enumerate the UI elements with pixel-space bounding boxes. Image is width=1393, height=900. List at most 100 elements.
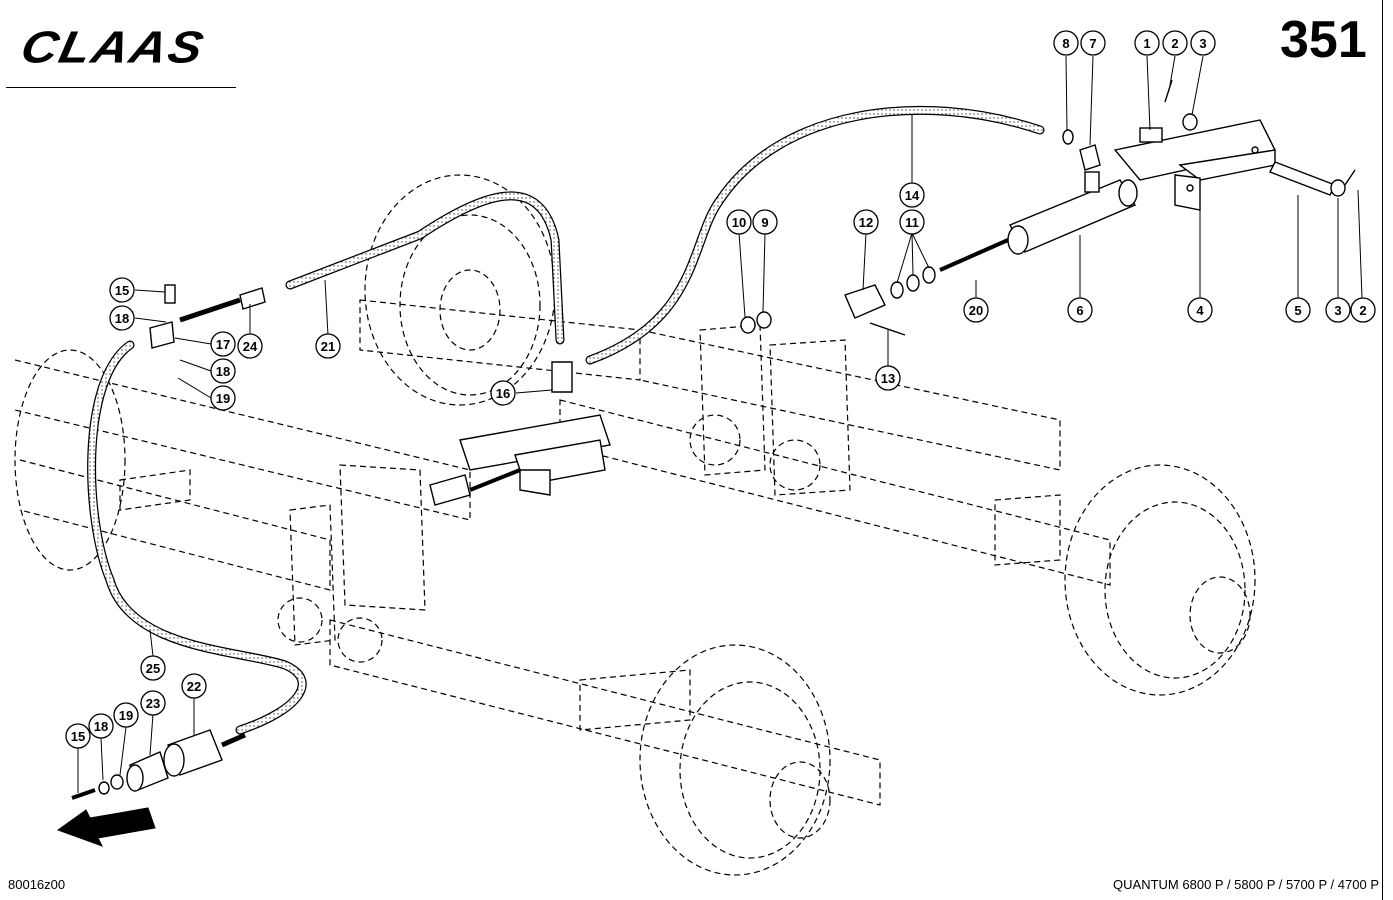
svg-text:17: 17: [216, 337, 230, 352]
callout-6: 6: [1067, 297, 1093, 323]
split-pin-13: [869, 322, 906, 336]
callout-23: 23: [140, 690, 166, 716]
svg-text:24: 24: [243, 339, 258, 354]
callout-15: 15: [109, 277, 135, 303]
seal-ring-8: [1062, 129, 1074, 145]
callout-4: 4: [1187, 297, 1213, 323]
frame-border: [1382, 0, 1383, 900]
callout-19: 19: [210, 385, 236, 411]
chassis-phantom-lines: [14, 174, 1256, 876]
callout-17: 17: [210, 331, 236, 357]
bolt-15: [164, 284, 176, 304]
fitting-24: [239, 287, 266, 310]
svg-text:15: 15: [115, 283, 129, 298]
callout-15b: 15: [65, 723, 91, 749]
svg-text:3: 3: [1334, 303, 1341, 318]
svg-text:9: 9: [761, 215, 768, 230]
callout-12: 12: [853, 209, 879, 235]
svg-text:2: 2: [1359, 303, 1366, 318]
solid-components: [71, 79, 1356, 800]
nut-19: [110, 774, 124, 790]
svg-text:16: 16: [496, 386, 510, 401]
mounted-cylinder-assembly: [429, 414, 611, 506]
washer-3: [1182, 113, 1198, 131]
direction-arrow-icon: [56, 807, 156, 847]
callout-3b: 3: [1325, 297, 1351, 323]
svg-text:14: 14: [905, 188, 920, 203]
hose-25: [87, 340, 307, 735]
bolt-15b: [71, 788, 96, 800]
mounting-bracket-4: [1113, 119, 1277, 211]
svg-text:11: 11: [905, 215, 919, 230]
callout-10: 10: [726, 209, 752, 235]
callout-18c: 18: [88, 713, 114, 739]
callout-18: 18: [109, 305, 135, 331]
fitting-17: [149, 321, 175, 349]
svg-text:4: 4: [1196, 303, 1204, 318]
svg-text:2: 2: [1171, 36, 1178, 51]
callout-2b: 2: [1350, 297, 1376, 323]
svg-text:1: 1: [1143, 36, 1150, 51]
drawing-code: 80016z00: [8, 877, 66, 892]
coupling-22: [163, 729, 246, 777]
washer-3b: [1330, 179, 1346, 197]
page-number: 351: [1280, 11, 1367, 69]
cotter-pin-2: [1164, 79, 1173, 103]
callout-18b: 18: [210, 358, 236, 384]
svg-text:8: 8: [1062, 36, 1069, 51]
callout-2: 2: [1162, 30, 1188, 56]
svg-text:23: 23: [146, 696, 160, 711]
svg-text:18: 18: [115, 311, 129, 326]
cotter-pin-2b: [1344, 169, 1356, 186]
tee-fitting-16: [551, 361, 573, 393]
callout-16: 16: [490, 380, 516, 406]
svg-text:21: 21: [321, 339, 335, 354]
callout-25: 25: [140, 655, 166, 681]
header-rule: [6, 87, 236, 88]
nut-11b: [906, 274, 920, 292]
svg-text:25: 25: [146, 661, 160, 676]
callout-13: 13: [875, 365, 901, 391]
callout-3: 3: [1190, 30, 1216, 56]
clevis-12: [844, 284, 886, 319]
callout-11: 11: [899, 209, 925, 235]
callout-20: 20: [963, 297, 989, 323]
dust-cap-23: [126, 751, 169, 792]
svg-text:22: 22: [187, 679, 201, 694]
svg-text:12: 12: [859, 215, 873, 230]
svg-text:15: 15: [71, 729, 85, 744]
svg-text:19: 19: [119, 708, 133, 723]
hydraulic-cylinder-6: [939, 171, 1138, 272]
nut-10: [740, 316, 756, 334]
nut-11c: [922, 266, 936, 284]
callout-24: 24: [237, 333, 263, 359]
callout-9: 9: [752, 209, 778, 235]
callout-14: 14: [899, 182, 925, 208]
callout-22: 22: [181, 673, 207, 699]
svg-text:5: 5: [1294, 303, 1301, 318]
svg-text:18: 18: [216, 364, 230, 379]
svg-text:3: 3: [1199, 36, 1206, 51]
model-list: QUANTUM 6800 P / 5800 P / 5700 P / 4700 …: [1113, 877, 1379, 892]
callout-19b: 19: [113, 702, 139, 728]
svg-text:6: 6: [1076, 303, 1083, 318]
callout-balloons: 1 2 3 4 5 3 2 6 7 8 9 10 11 12 13 14 15 …: [65, 30, 1376, 749]
callout-7: 7: [1080, 30, 1106, 56]
svg-text:10: 10: [732, 215, 746, 230]
washer-9: [756, 311, 772, 329]
callout-5: 5: [1285, 297, 1311, 323]
svg-text:7: 7: [1089, 36, 1096, 51]
elbow-fitting-7: [1079, 144, 1101, 171]
svg-text:20: 20: [969, 303, 983, 318]
svg-text:18: 18: [94, 719, 108, 734]
callout-1: 1: [1134, 30, 1160, 56]
washer-18: [98, 781, 110, 795]
callout-8: 8: [1053, 30, 1079, 56]
bolt-1: [1139, 127, 1163, 143]
svg-text:19: 19: [216, 391, 230, 406]
svg-text:13: 13: [881, 371, 895, 386]
leader-lines: [77, 55, 1363, 793]
hydraulic-hoses: [87, 105, 1045, 735]
nut-11a: [890, 281, 904, 299]
